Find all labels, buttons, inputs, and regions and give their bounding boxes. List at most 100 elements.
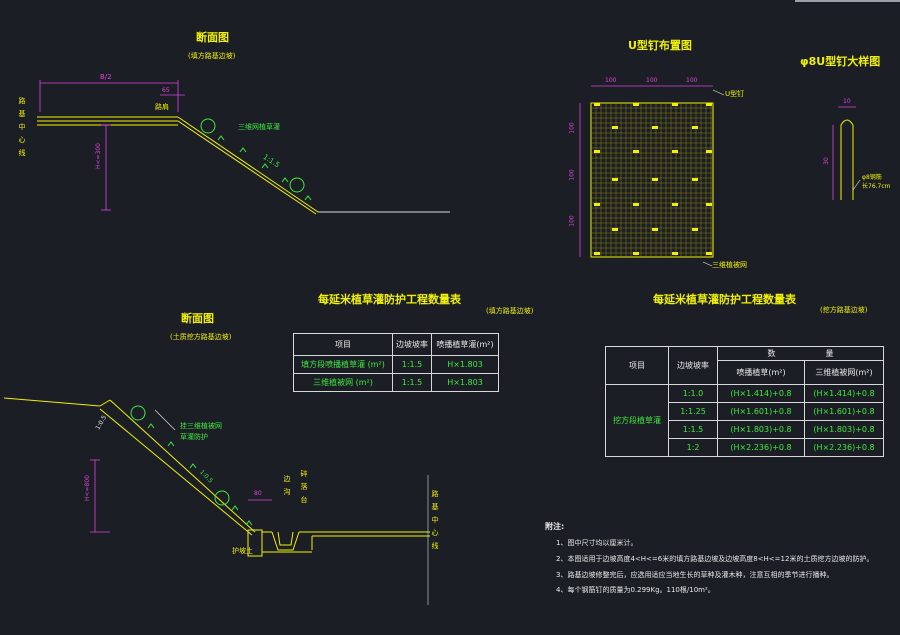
cut-centerline-label: 路基中心线 bbox=[431, 490, 439, 555]
table-row: 1:1.5 (H×1.803)+0.8 (H×1.803)+0.8 bbox=[606, 420, 884, 439]
table2-header-qty: 数量 bbox=[717, 346, 884, 361]
notes-item-3: 3、路基边坡修整完后，应选用适应当地生长的草种及灌木种，注意互相的季节进行播种。 bbox=[556, 571, 834, 579]
u-nail-mark bbox=[672, 203, 678, 206]
table1-header-qty: 喷播植草灌(m²) bbox=[431, 333, 499, 356]
u-nail-top-dim-2: 100 bbox=[646, 77, 658, 84]
u-nail-mark bbox=[672, 252, 678, 255]
cut-quantity-table: 项目 边坡坡率 数量 喷播植草(m²) 三维植被网(m²) 挖方段植草灌 1:1… bbox=[605, 346, 884, 457]
table-row: 1:2 (H×2.236)+0.8 (H×2.236)+0.8 bbox=[606, 438, 884, 457]
table2-header-item: 项目 bbox=[605, 346, 669, 385]
table2-row-group: 挖方段植草灌 bbox=[605, 384, 669, 457]
fill-height-dimension: H<=300 bbox=[95, 143, 102, 170]
cut-height-dimension: H<=800 bbox=[84, 475, 91, 502]
cut-toe-label: 护坡土 bbox=[232, 547, 253, 555]
u-nail-mark bbox=[672, 150, 678, 153]
fill-section-title: 断面图 bbox=[196, 31, 229, 44]
fill-quantity-table: 项目 边坡坡率 喷播植草灌(m²) 填方段喷播植草灌 (m²) 1:1.5 H×… bbox=[293, 333, 499, 392]
u-nail-detail bbox=[840, 119, 854, 200]
table1-cell: H×1.803 bbox=[431, 373, 499, 392]
table2-cell: (H×1.803)+0.8 bbox=[804, 420, 884, 439]
u-nail-mark bbox=[633, 252, 639, 255]
u-nail-mark bbox=[594, 252, 600, 255]
fill-shoulder-dimension: 65 bbox=[162, 87, 170, 94]
table2-cell: (H×1.803)+0.8 bbox=[717, 420, 805, 439]
u-nail-mark bbox=[652, 126, 658, 129]
table1-cell: H×1.803 bbox=[431, 355, 499, 374]
u-nail-mark bbox=[706, 252, 712, 255]
u-nail-mark bbox=[706, 103, 712, 106]
table2-cell: (H×1.414)+0.8 bbox=[804, 384, 884, 403]
cut-platform-label: 碎落台 bbox=[300, 470, 308, 509]
cut-grid-label: 挂三维植被网 bbox=[180, 422, 222, 430]
table1-cell: 三维植被网 (m²) bbox=[293, 373, 393, 392]
u-nail-mark bbox=[706, 203, 712, 206]
table-row: 挖方段植草灌 1:1.0 (H×1.414)+0.8 (H×1.414)+0.8 bbox=[605, 384, 884, 457]
table2-cell: (H×2.236)+0.8 bbox=[804, 438, 884, 457]
table-row: 1:1.25 (H×1.601)+0.8 (H×1.601)+0.8 bbox=[606, 402, 884, 421]
table2-cell: (H×2.236)+0.8 bbox=[717, 438, 805, 457]
table1-header-ratio: 边坡坡率 bbox=[392, 333, 432, 356]
u-nail-mark bbox=[612, 126, 618, 129]
table2-note: (挖方路基边坡) bbox=[820, 306, 868, 314]
u-nail-detail-width: 10 bbox=[843, 98, 851, 105]
table2-cell: (H×1.601)+0.8 bbox=[804, 402, 884, 421]
u-nail-side-dim-2: 100 bbox=[568, 169, 576, 181]
u-nail-mark bbox=[612, 178, 618, 181]
u-nail-side-dim-3: 100 bbox=[568, 215, 576, 227]
fill-grid-label: 三维网植草灌 bbox=[238, 123, 280, 131]
u-nail-layout-title: U型钉布置图 bbox=[628, 39, 692, 52]
u-nail-mark bbox=[692, 178, 698, 181]
u-nail-mark bbox=[692, 228, 698, 231]
table2-header-net: 三维植被网(m²) bbox=[804, 360, 884, 385]
u-nail-mark bbox=[672, 103, 678, 106]
table1-title: 每延米植草灌防护工程数量表 bbox=[318, 293, 461, 306]
notes-item-4: 4、每个钢筋钉的质量为0.299Kg。110根/10m²。 bbox=[556, 586, 715, 594]
u-nail-mark bbox=[612, 228, 618, 231]
cut-ditch-label: 边沟 bbox=[283, 475, 291, 501]
u-nail-grid bbox=[590, 102, 714, 258]
table2-cell: 1:2 bbox=[668, 438, 718, 457]
table2-cell: (H×1.601)+0.8 bbox=[717, 402, 805, 421]
table1-cell: 1:1.5 bbox=[392, 355, 432, 374]
table-row: 三维植被网 (m²) 1:1.5 H×1.803 bbox=[293, 373, 499, 392]
table2-cell: (H×1.414)+0.8 bbox=[717, 384, 805, 403]
notes-heading: 附注: bbox=[545, 522, 565, 531]
table2-header-qty-b: 量 bbox=[825, 349, 834, 358]
u-nail-length-label: 长76.7cm bbox=[862, 183, 891, 190]
u-nail-mark bbox=[594, 103, 600, 106]
table2-title: 每延米植草灌防护工程数量表 bbox=[653, 293, 796, 306]
table1-note: (填方路基边坡) bbox=[486, 307, 534, 315]
table2-header-ratio: 边坡坡率 bbox=[668, 346, 718, 385]
notes-item-1: 1、图中尺寸均以厘米计。 bbox=[556, 539, 638, 547]
fill-shoulder-label: 路肩 bbox=[155, 103, 169, 111]
u-nail-mark bbox=[594, 203, 600, 206]
table2-header-spray: 喷播植草(m²) bbox=[717, 360, 805, 385]
u-nail-detail-height: 30 bbox=[822, 157, 830, 165]
u-nail-steel-label: φ8钢筋 bbox=[862, 174, 882, 181]
table1-cell: 1:1.5 bbox=[392, 373, 432, 392]
notes-item-2: 2、本图适用于边坡高度4<H<=6米的填方路基边坡及边坡高度8<H<=12米的土… bbox=[556, 555, 874, 563]
u-nail-mark bbox=[633, 103, 639, 106]
u-nail-side-dim-1: 100 bbox=[568, 122, 576, 134]
table-row: 填方段喷播植草灌 (m²) 1:1.5 H×1.803 bbox=[293, 355, 499, 374]
fill-width-dimension: B/2 bbox=[100, 73, 112, 81]
u-nail-mark bbox=[692, 126, 698, 129]
table2-cell: 1:1.25 bbox=[668, 402, 718, 421]
u-net-label: 三维植被网 bbox=[712, 261, 747, 269]
u-nail-mark bbox=[652, 228, 658, 231]
u-nail-detail-title: φ8U型钉大样图 bbox=[800, 55, 881, 68]
u-nail-label: U型钉 bbox=[725, 90, 745, 98]
u-nail-top-dim-3: 100 bbox=[686, 77, 698, 84]
table2-cell: 1:1.5 bbox=[668, 420, 718, 439]
table1-cell: 填方段喷播植草灌 (m²) bbox=[293, 355, 393, 374]
table2-cell: 1:1.0 bbox=[668, 384, 718, 403]
u-nail-mark bbox=[633, 150, 639, 153]
u-nail-mark bbox=[706, 150, 712, 153]
u-nail-mark bbox=[594, 150, 600, 153]
table1-header-item: 项目 bbox=[293, 333, 393, 356]
cut-width-dimension: 80 bbox=[254, 490, 262, 497]
window-edge bbox=[795, 0, 900, 2]
fill-centerline-label: 路基中心线 bbox=[18, 97, 26, 162]
